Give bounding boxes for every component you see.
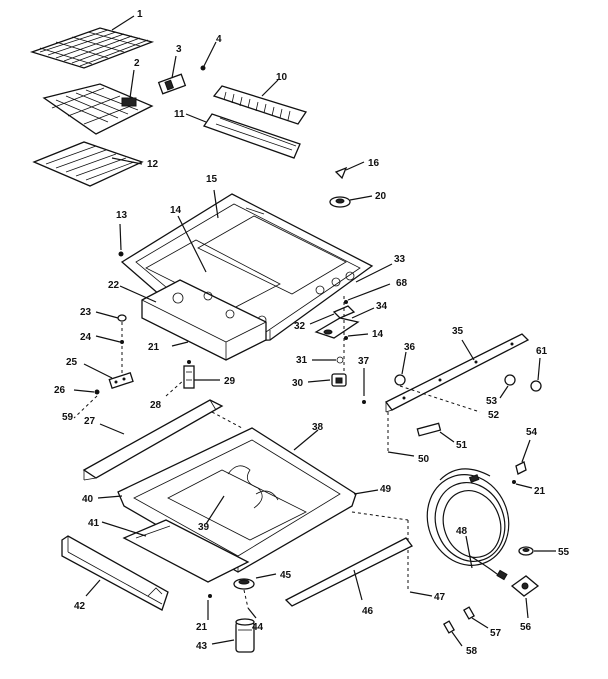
label-part-45: 45 <box>280 570 292 581</box>
label-part-20: 20 <box>375 191 387 202</box>
label-part-56: 56 <box>520 622 532 633</box>
label-part-58: 58 <box>466 646 478 657</box>
part-36-grommet <box>394 374 406 386</box>
part-30-valve-nut <box>331 373 347 387</box>
part-27-side-rail <box>82 399 224 481</box>
label-part-40: 40 <box>82 494 94 505</box>
part-29-bracket <box>183 360 195 389</box>
label-part-15: 15 <box>206 174 218 185</box>
part-46-kick-strip <box>284 537 413 607</box>
label-part-21: 21 <box>148 342 160 353</box>
part-21-screw <box>512 480 516 484</box>
label-part-38: 38 <box>312 422 324 433</box>
label-part-1: 1 <box>137 9 143 20</box>
label-part-30: 30 <box>292 378 304 389</box>
label-part-16: 16 <box>368 158 380 169</box>
label-part-50: 50 <box>418 454 430 465</box>
label-part-41: 41 <box>88 518 100 529</box>
part-53-fitting <box>504 374 516 386</box>
label-part-28: 28 <box>150 400 162 411</box>
label-part-23: 23 <box>80 307 92 318</box>
part-34-valve-bracket <box>314 317 360 339</box>
part-61-fitting <box>530 380 542 392</box>
callout-labels: 1 2 3 4 10 11 12 15 16 20 13 14 33 68 22… <box>54 9 570 657</box>
label-part-42: 42 <box>74 601 86 612</box>
part-23-grommet <box>117 314 127 322</box>
part-20-burner-cap <box>329 196 351 208</box>
label-part-35: 35 <box>452 326 464 337</box>
label-part-13: 13 <box>116 210 128 221</box>
part-68-screw <box>344 300 348 304</box>
label-part-44: 44 <box>252 622 264 633</box>
label-part-43: 43 <box>196 641 208 652</box>
part-16-knob-clip <box>334 166 348 180</box>
part-56-mounting-plate <box>510 575 540 597</box>
label-part-55: 55 <box>558 547 570 558</box>
part-45-leveling-foot <box>233 578 255 590</box>
label-part-59: 59 <box>62 412 74 423</box>
label-part-2: 2 <box>134 58 140 69</box>
label-part-21-lower: 21 <box>196 622 208 633</box>
label-part-29: 29 <box>224 376 236 387</box>
label-part-12: 12 <box>147 159 159 170</box>
label-part-61: 61 <box>536 346 548 357</box>
part-2-broil-element <box>42 83 154 135</box>
label-part-14-lower: 14 <box>372 329 384 340</box>
part-57-screw <box>463 606 475 620</box>
label-part-54: 54 <box>526 427 538 438</box>
label-part-4: 4 <box>216 34 222 45</box>
label-part-31: 31 <box>296 355 308 366</box>
label-part-36: 36 <box>404 342 416 353</box>
part-42-front-panel <box>61 535 169 611</box>
label-part-10: 10 <box>276 72 288 83</box>
part-14-screw <box>344 336 348 340</box>
label-part-46: 46 <box>362 606 374 617</box>
part-55-nut <box>518 546 534 556</box>
label-part-25: 25 <box>66 357 78 368</box>
part-1-oven-rack <box>29 27 155 69</box>
label-part-48: 48 <box>456 526 468 537</box>
part-26-screw <box>94 389 100 395</box>
part-37-screw <box>362 400 366 404</box>
label-part-11: 11 <box>174 109 185 120</box>
label-part-47: 47 <box>434 592 446 603</box>
part-10-vent-grille <box>212 85 308 125</box>
label-part-14: 14 <box>170 205 182 216</box>
label-part-21-right: 21 <box>534 486 546 497</box>
label-part-53: 53 <box>486 396 498 407</box>
label-part-27: 27 <box>84 416 96 427</box>
part-32-clip <box>332 305 356 319</box>
part-13-screw <box>118 251 124 257</box>
label-part-39: 39 <box>198 522 210 533</box>
part-35-manifold-panel <box>385 333 530 413</box>
part-54-orifice <box>515 461 527 475</box>
part-21-screw-lower <box>208 594 212 598</box>
label-part-34: 34 <box>376 301 388 312</box>
label-part-49: 49 <box>380 484 392 495</box>
label-part-3: 3 <box>176 44 182 55</box>
part-43-jar <box>235 618 255 653</box>
label-part-26: 26 <box>54 385 66 396</box>
part-3-receptacle <box>157 73 187 95</box>
label-part-37: 37 <box>358 356 370 367</box>
part-48-gas-line <box>426 468 510 581</box>
part-11-vent-trim <box>202 113 301 159</box>
label-part-24: 24 <box>80 332 92 343</box>
label-part-32: 32 <box>294 321 306 332</box>
label-part-51: 51 <box>456 440 468 451</box>
part-22-burner-box <box>141 279 267 361</box>
part-51-shield <box>416 422 442 437</box>
part-58-screw <box>443 620 455 634</box>
label-part-22: 22 <box>108 280 120 291</box>
part-25-ignition-module <box>108 371 134 389</box>
part-31-washer <box>336 356 344 364</box>
label-part-52: 52 <box>488 410 500 421</box>
label-part-33: 33 <box>394 254 406 265</box>
part-4-screw <box>200 65 206 71</box>
part-12-broiler-pan-insert <box>32 141 144 187</box>
label-part-68: 68 <box>396 278 408 289</box>
label-part-57: 57 <box>490 628 502 639</box>
part-41-bottom-frame <box>122 519 250 583</box>
